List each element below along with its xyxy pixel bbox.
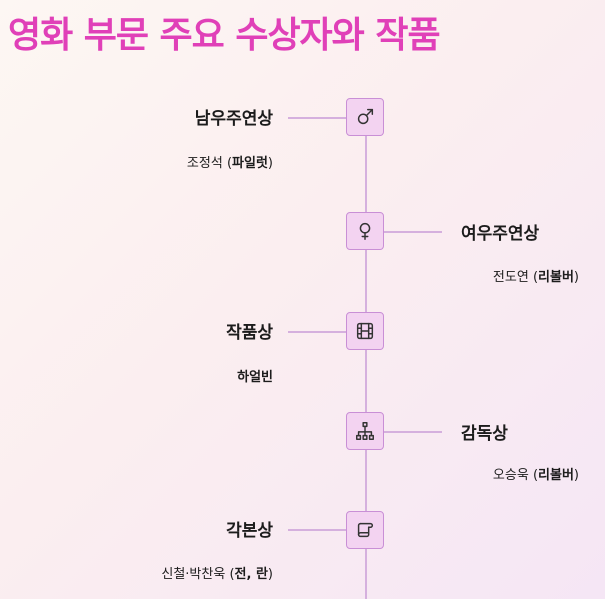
- work-title: 전, 란: [234, 567, 268, 582]
- connector-best-actress: [384, 231, 442, 233]
- work-open: (: [532, 468, 539, 483]
- work-title: 리볼버: [538, 270, 574, 285]
- female-symbol-icon: [346, 212, 384, 250]
- connector-best-screenplay: [288, 529, 346, 531]
- film-strip-icon: [346, 312, 384, 350]
- award-label-best-screenplay: 각본상: [226, 521, 273, 541]
- page-title: 영화 부문 주요 수상자와 작품: [8, 15, 441, 56]
- work-open: (: [532, 270, 539, 285]
- male-symbol-icon: [346, 98, 384, 136]
- winner-name: 전도연: [492, 270, 529, 285]
- work-close: ): [573, 468, 579, 483]
- award-label-best-director: 감독상: [461, 424, 508, 444]
- award-label-best-actress: 여우주연상: [461, 224, 540, 244]
- winner-best-actress: 전도연 (리볼버): [493, 266, 579, 285]
- winner-name: 신철·박찬욱: [161, 567, 226, 582]
- winner-name: 조정석: [186, 156, 223, 171]
- award-label-best-picture: 작품상: [226, 323, 273, 343]
- work-title: 하얼빈: [237, 370, 273, 385]
- timeline-spine: [365, 118, 367, 599]
- work-title: 리볼버: [538, 468, 574, 483]
- work-open: (: [226, 156, 233, 171]
- winner-best-director: 오승욱 (리볼버): [493, 464, 579, 483]
- winner-best-picture: 하얼빈: [237, 366, 273, 385]
- scroll-icon: [346, 511, 384, 549]
- work-title: 파일럿: [232, 156, 268, 171]
- work-close: ): [573, 270, 579, 285]
- award-label-best-actor: 남우주연상: [194, 109, 273, 129]
- winner-best-screenplay: 신철·박찬욱 (전, 란): [161, 563, 273, 582]
- work-open: (: [229, 567, 235, 582]
- work-close: ): [267, 567, 273, 582]
- work-close: ): [267, 156, 273, 171]
- connector-best-picture: [288, 331, 346, 333]
- org-chart-icon: [346, 412, 384, 450]
- winner-name: 오승욱: [492, 468, 529, 483]
- winner-best-actor: 조정석 (파일럿): [187, 152, 273, 171]
- connector-best-actor: [288, 117, 346, 119]
- connector-best-director: [384, 431, 442, 433]
